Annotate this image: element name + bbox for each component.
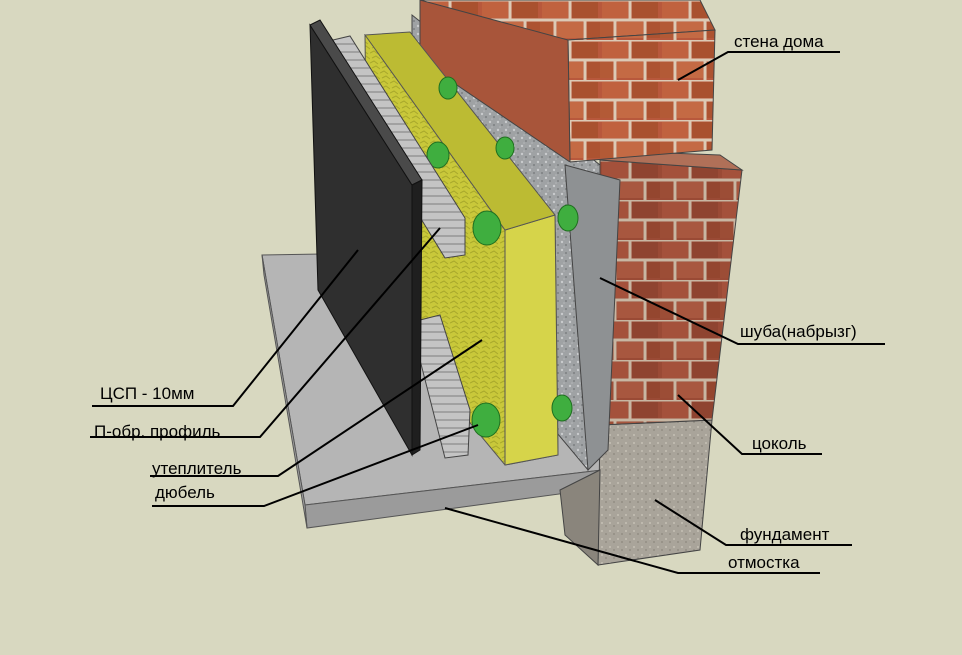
- csp-board: [309, 19, 423, 457]
- label-foundation: фундамент: [740, 525, 830, 544]
- label-house-wall: стена дома: [734, 32, 824, 51]
- dowels: [426, 76, 579, 438]
- label-plaster: шуба(набрызг): [740, 322, 857, 341]
- label-insulation: утеплитель: [152, 459, 242, 478]
- label-profile: П-обр. профиль: [94, 422, 221, 441]
- label-plinth: цоколь: [752, 434, 807, 453]
- leader-lines: [90, 51, 885, 574]
- foundation-block: [559, 419, 713, 567]
- house-wall-brick: [419, 0, 716, 163]
- label-csp: ЦСП - 10мм: [100, 384, 195, 403]
- label-dowel: дюбель: [155, 483, 215, 502]
- label-blind-area: отмостка: [728, 553, 800, 572]
